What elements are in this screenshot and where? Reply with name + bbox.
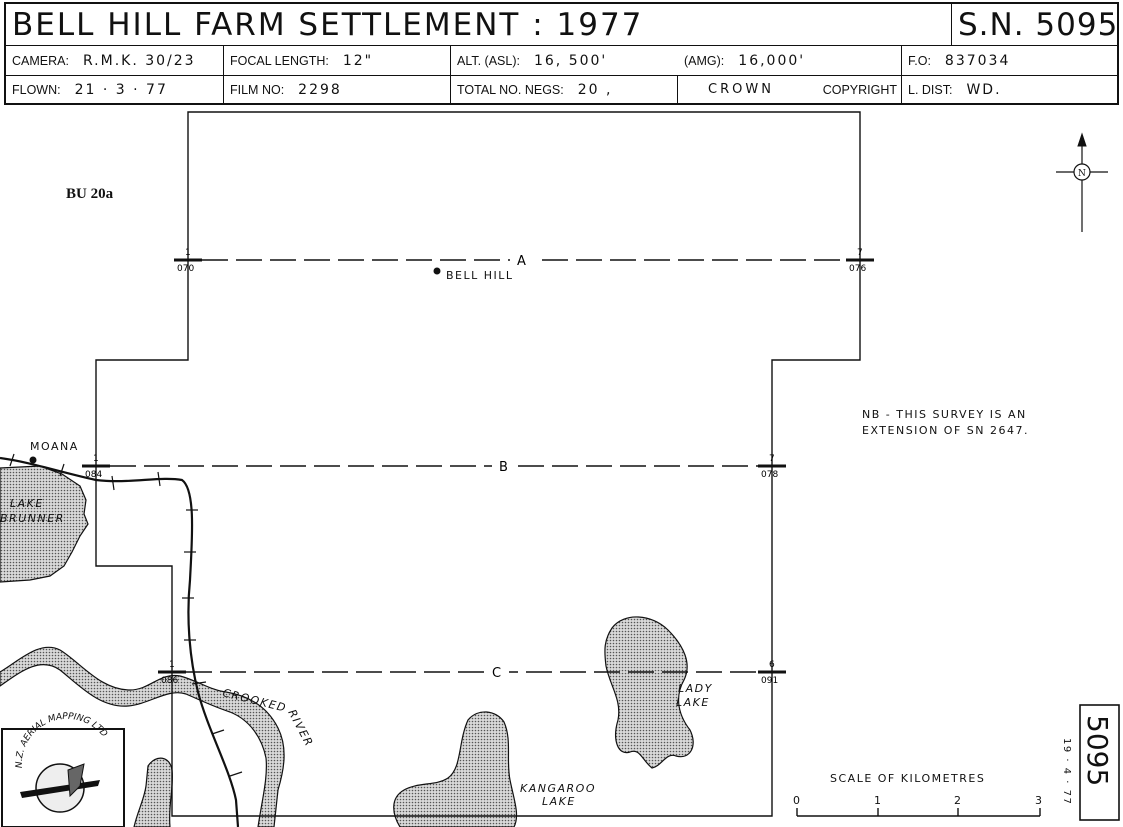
scale-title: SCALE OF KILOMETRES	[830, 772, 985, 785]
fo-cell: F.O: 837034	[902, 46, 1117, 76]
kangaroo-lake-label-1: KANGAROO	[520, 782, 596, 795]
ldist-label: L. DIST:	[908, 82, 953, 97]
film-cell: FILM NO: 2298	[224, 76, 451, 103]
bell-hill-label: BELL HILL	[446, 269, 514, 282]
flown-cell: FLOWN: 21 · 3 · 77	[6, 76, 224, 103]
camera-label: CAMERA:	[12, 53, 69, 68]
lady-lake-shape	[604, 616, 694, 769]
negs-label: TOTAL NO. NEGS:	[457, 82, 564, 97]
amg-label: (AMG):	[684, 53, 725, 68]
lake-brunner-label-2: BRUNNER	[0, 512, 65, 525]
lady-lake-label-1: LADY	[678, 682, 713, 695]
side-date: 19 · 4 · 77	[1061, 738, 1072, 805]
lady-lake-label-2: LAKE	[676, 696, 710, 709]
crown-text: CROWN	[708, 82, 774, 97]
copyright-text: COPYRIGHT	[822, 82, 897, 97]
alt-asl-label: ALT. (ASL):	[457, 53, 520, 68]
note-line-1: NB - THIS SURVEY IS AN	[862, 408, 1027, 421]
scale-tick-2: 2	[954, 794, 963, 807]
negs-cell: TOTAL NO. NEGS: 20 ,	[451, 76, 678, 103]
lake-brunner-label-1: LAKE	[10, 497, 44, 510]
film-label: FILM NO:	[230, 82, 285, 97]
ldist-cell: L. DIST: WD.	[902, 76, 1117, 103]
small-lake-shape	[133, 757, 174, 827]
moana-marker	[29, 456, 37, 464]
road-ticks	[9, 453, 243, 777]
crown-copyright-cell: CROWN COPYRIGHT	[678, 76, 902, 103]
focal-value: 12"	[342, 52, 374, 69]
map-code: BU 20a	[66, 186, 114, 202]
survey-boundary	[95, 111, 861, 817]
fo-label: F.O:	[908, 53, 931, 68]
kangaroo-lake-label-2: LAKE	[542, 795, 576, 808]
strip-name-a: A	[517, 254, 526, 269]
header-table: BELL HILL FARM SETTLEMENT : 1977 S.N. 50…	[4, 2, 1119, 105]
negs-value: 20 ,	[577, 81, 613, 98]
lake-brunner-shape	[0, 465, 89, 583]
north-arrow	[1056, 132, 1108, 232]
amg-cell: (AMG): 16,000'	[678, 46, 902, 76]
company-logo	[1, 728, 125, 827]
note-line-2: EXTENSION OF SN 2647.	[862, 424, 1029, 437]
strip-name-c: C	[492, 666, 501, 681]
strip-c-end-run: 091	[761, 676, 778, 686]
scale-tick-1: 1	[874, 794, 883, 807]
focal-label: FOCAL LENGTH:	[230, 53, 329, 68]
strip-c-start-photo: 1	[169, 660, 175, 670]
kangaroo-lake-shape	[393, 711, 518, 827]
film-value: 2298	[298, 81, 342, 98]
scale-tick-3: 3	[1035, 794, 1044, 807]
flown-label: FLOWN:	[12, 82, 61, 97]
bell-hill-marker	[433, 267, 441, 275]
side-stamp-box	[1079, 704, 1120, 821]
moana-label: MOANA	[30, 440, 79, 453]
road-line	[0, 456, 240, 827]
strip-c-end-photo: 6	[769, 660, 775, 670]
strip-a-end-run: 076	[849, 264, 866, 274]
strip-b-start-photo: 1	[93, 454, 99, 464]
strip-b-start-run: 084	[85, 470, 102, 480]
strip-name-b: B	[499, 460, 508, 475]
alt-asl-value: 16, 500'	[533, 52, 608, 69]
strip-c-start-run: 086	[161, 676, 178, 686]
flown-value: 21 · 3 · 77	[74, 81, 168, 98]
crooked-river-label-2: RIVER	[285, 707, 315, 749]
ldist-value: WD.	[966, 81, 1002, 98]
camera-cell: CAMERA: R.M.K. 30/23	[6, 46, 224, 76]
strip-label-bg-b	[492, 458, 516, 474]
camera-value: R.M.K. 30/23	[82, 52, 196, 69]
scale-tick-0: 0	[793, 794, 802, 807]
strip-a-start-run: 070	[177, 264, 194, 274]
alt-asl-cell: ALT. (ASL): 16, 500'	[451, 46, 678, 76]
strip-b-end-photo: 7	[769, 454, 775, 464]
focal-cell: FOCAL LENGTH: 12"	[224, 46, 451, 76]
crooked-river-shape	[0, 646, 285, 827]
strip-label-bg-c	[485, 664, 509, 680]
scale-bar	[796, 808, 1041, 817]
amg-value: 16,000'	[738, 52, 806, 69]
side-number: 5095	[1081, 715, 1114, 786]
strip-b-end-run: 078	[761, 470, 778, 480]
strip-a-start-photo: 1	[185, 248, 191, 258]
sn-number: S.N. 5095	[952, 4, 1117, 46]
sheet-title: BELL HILL FARM SETTLEMENT : 1977	[6, 4, 952, 46]
strip-a-end-photo: 7	[857, 248, 863, 258]
strip-label-bg-a	[510, 252, 534, 268]
fo-value: 837034	[944, 52, 1011, 69]
north-label: N	[1078, 169, 1086, 179]
